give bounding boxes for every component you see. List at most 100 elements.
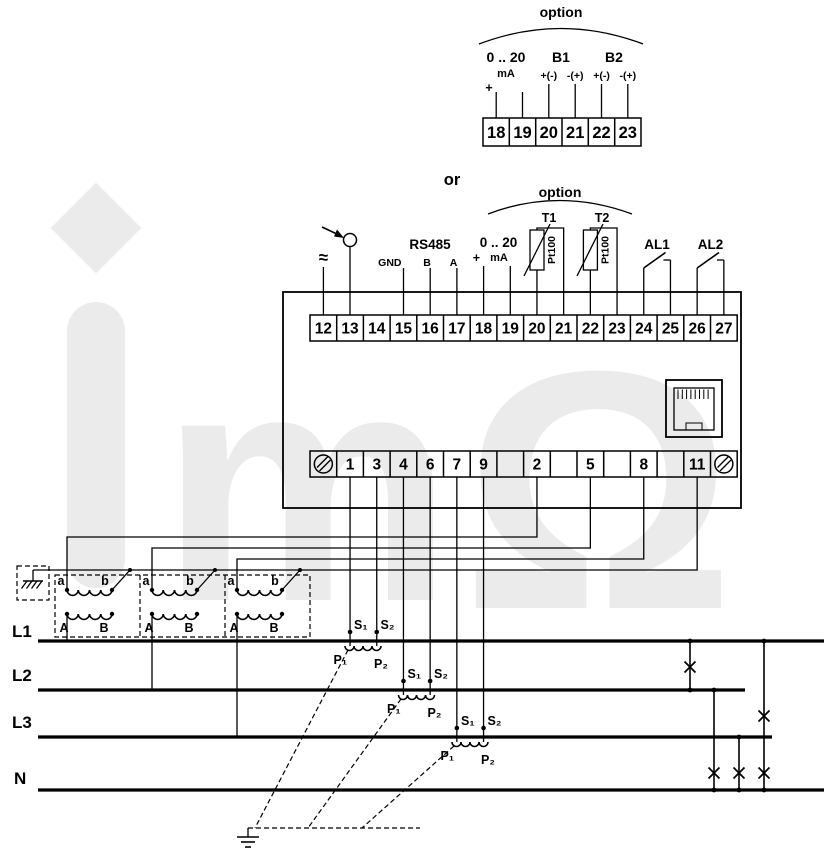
terminal-14: 14 [368,321,386,338]
option-arc-label: option [540,4,583,20]
l2-label: L2 [12,666,32,685]
terminal-21b: 21 [555,321,573,338]
vt-a-label: a [143,574,151,588]
analog-plus-label: + [473,251,480,265]
watermark-letter-omega: Ω [462,301,735,681]
temp-input-t1: T1 Pt100 [523,211,565,315]
current-input-wires [349,477,485,742]
vt-B-label: B [99,621,108,635]
alarm-relay-1: AL1 [643,237,672,315]
vt-A-label: A [59,621,68,635]
ethernet-port [665,379,723,438]
ct-coil-icon [344,645,382,652]
vt-b-label: b [101,574,109,588]
bottom-terminal-strip: 1 3 4 6 7 9 2 5 8 11 [309,450,738,478]
fuse-x-icon [683,660,697,674]
watermark-diamond [50,182,142,274]
b2-label: B2 [605,49,623,65]
l3-label: L3 [12,713,32,732]
n-label: N [14,769,26,788]
vt-a-label: a [228,574,236,588]
fuse-x-icon [757,709,771,723]
ct-p1-label: P₁ [333,653,347,667]
vt-A-label: A [144,621,153,635]
pt100-label-1: Pt100 [546,236,558,264]
voltage-input-wires [33,477,698,590]
option-temperature-inputs: option T1 Pt100 T2 Pt100 [487,184,633,315]
terminal-24: 24 [635,321,653,338]
terminal-19: 19 [513,124,531,142]
arrow-icon [334,229,344,238]
earth-terminal-icon [313,454,334,474]
voltage-transformer-block: a b A B a b A B a b A B [54,569,311,737]
fuse-x-icon [732,766,746,780]
plus-label: + [485,81,492,95]
analog-range-label: 0 .. 20 [480,235,518,250]
rj45-latch [685,422,703,431]
terminal-25: 25 [662,321,680,338]
or-label: or [444,171,461,189]
right-taps [683,638,771,793]
fuse-x-icon [757,766,771,780]
terminal-1: 1 [346,457,355,474]
b2-polarity-plus: +(-) [593,70,610,82]
a-pin-label: A [450,257,458,269]
watermark-logo: m Ω [50,182,735,681]
ct-earthing [237,649,455,848]
supply-circle-icon [342,232,358,248]
pt100-label-2: Pt100 [600,236,612,264]
option-arc [478,27,644,45]
b1-polarity-plus: +(-) [540,70,557,82]
terminal-18b: 18 [475,321,493,338]
gnd-pin-label: GND [378,257,402,269]
ct-p2-label: P₂ [428,706,442,720]
terminal-15: 15 [395,321,413,338]
terminal-23b: 23 [608,321,626,338]
alarm-relay-2: AL2 [696,237,725,315]
relay-contact-icon [696,251,720,269]
voltage-transformer-1: a b A B [58,569,131,641]
vt-b-label: b [271,574,279,588]
terminal-19b: 19 [502,321,520,338]
terminal-23: 23 [619,124,637,142]
watermark-stem [67,302,125,588]
rs485-port: RS485 GND B A [378,237,458,315]
vt-A-label: A [229,621,238,635]
fuse-x-icon [707,766,721,780]
vt-b-label: b [186,574,194,588]
terminal-26: 26 [689,321,707,338]
analog-output: 0 .. 20 + mA [473,235,518,315]
terminal-20: 20 [540,124,558,142]
ct-coil-icon [397,694,436,701]
terminal-21: 21 [566,124,584,142]
ct-s2-label: S₂ [381,618,395,632]
terminal-6: 6 [426,457,435,474]
voltage-transformer-3: a b A B [228,569,301,737]
b1-label: B1 [552,49,570,65]
option-arc-2 [487,199,633,215]
ac-symbol: ≈ [319,248,328,267]
terminal-22: 22 [592,124,610,142]
ct-p1-label: P₁ [440,749,454,763]
al2-label: AL2 [698,237,724,252]
temp-input-t2: T2 Pt100 [576,211,618,315]
t2-label: T2 [595,211,610,225]
option-arc-2-label: option [539,184,582,200]
terminal-11: 11 [689,457,706,474]
ct-p2-label: P₂ [481,753,495,767]
ct-s1-label: S₁ [408,667,422,681]
terminal-22b: 22 [582,321,599,338]
terminal-13: 13 [341,321,359,338]
ct-s2-label: S₂ [488,714,502,728]
relay-contact-icon [643,251,666,269]
top-terminal-strip: 12 13 14 15 16 17 18 19 20 21 22 23 24 2… [309,314,738,342]
analog-ma-label: mA [490,252,508,264]
vt-B-label: B [269,621,278,635]
b1-polarity-minus: -(+) [567,70,584,82]
terminal-4: 4 [399,457,408,474]
terminal-17: 17 [448,321,465,338]
terminal-8: 8 [639,457,648,474]
b-pin-label: B [423,257,431,269]
